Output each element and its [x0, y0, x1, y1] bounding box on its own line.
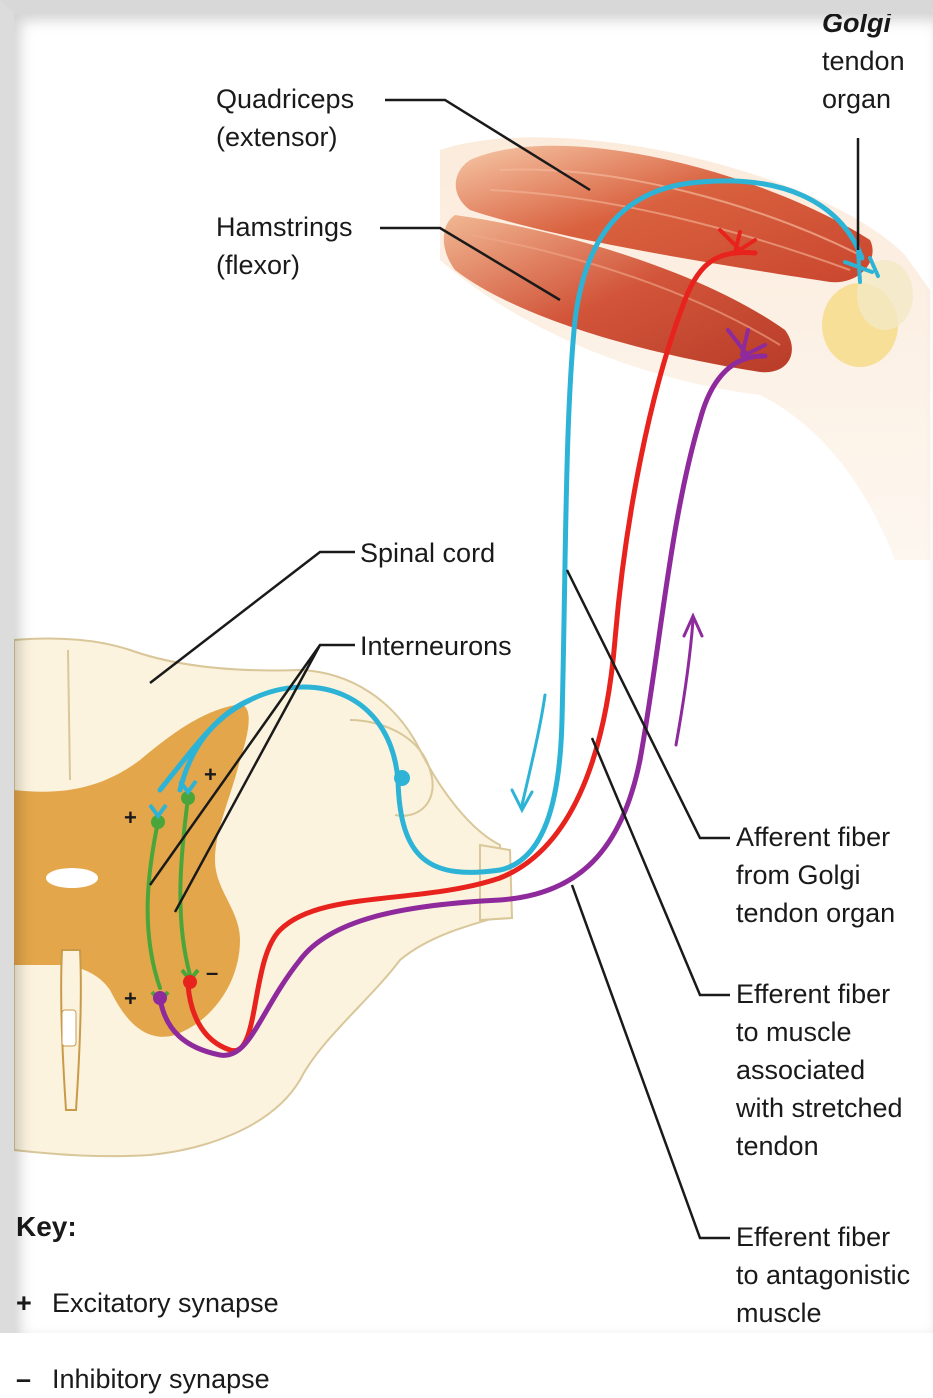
label-spinal-cord: Spinal cord — [360, 534, 495, 572]
afferent-arrow — [522, 695, 545, 805]
label-efferent-antagonistic: Efferent fiber to antagonistic muscle — [736, 1218, 910, 1332]
sign-minus-1: – — [206, 960, 218, 985]
key-item-inhibitory: –Inhibitory synapse — [16, 1322, 376, 1398]
leader-efferent-antagonist — [572, 885, 730, 1238]
sign-plus-1: + — [124, 805, 137, 830]
key-item-excitatory: +Excitatory synapse — [16, 1246, 376, 1322]
leader-efferent-stretched — [592, 738, 730, 995]
key-symbol-plus: + — [16, 1284, 52, 1322]
label-efferent-stretched: Efferent fiber to muscle associated with… — [736, 975, 903, 1165]
label-quadriceps: Quadriceps (extensor) — [216, 80, 354, 156]
key-symbol-minus: – — [16, 1360, 52, 1398]
sign-plus-2: + — [204, 762, 217, 787]
spinal-cord — [14, 638, 512, 1156]
key: Key: +Excitatory synapse –Inhibitory syn… — [16, 1208, 376, 1398]
label-interneurons: Interneurons — [360, 627, 512, 665]
label-golgi-sub: tendon organ — [822, 42, 905, 118]
label-afferent-fiber: Afferent fiber from Golgi tendon organ — [736, 818, 895, 932]
label-hamstrings: Hamstrings (flexor) — [216, 208, 353, 284]
efferent-arrow — [676, 620, 693, 745]
key-text-inhibitory: Inhibitory synapse — [52, 1364, 270, 1394]
sign-plus-3: + — [124, 986, 137, 1011]
key-title: Key: — [16, 1208, 376, 1246]
key-text-excitatory: Excitatory synapse — [52, 1288, 279, 1318]
label-golgi-title: Golgi — [822, 4, 891, 42]
